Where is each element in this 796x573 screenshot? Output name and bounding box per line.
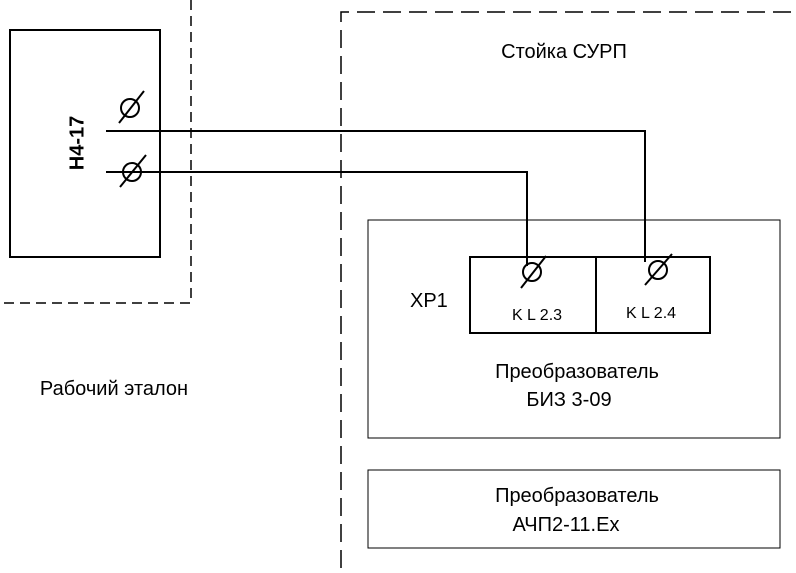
- converter-biz-name-line2: БИЗ 3-09: [526, 389, 611, 411]
- wire-to-kl-2-4: [106, 130, 646, 262]
- terminal-kl-2-4-icon: [644, 253, 673, 286]
- wire-to-kl-2-3: [106, 171, 528, 266]
- terminal-kl-2-4-label: K L 2.4: [626, 305, 676, 322]
- converter-achp-name-line1: Преобразователь: [495, 485, 659, 507]
- rack-title: Стойка СУРП: [501, 41, 627, 63]
- converter-biz-name-line1: Преобразователь: [495, 361, 659, 383]
- terminal-block: [469, 256, 711, 334]
- converter-achp-panel: [367, 469, 781, 549]
- device-h4-17-label: Н4-17: [66, 116, 88, 170]
- device-terminal-1-icon: [118, 90, 145, 124]
- terminal-kl-2-3-label: K L 2.3: [512, 307, 562, 324]
- terminal-kl-2-3-icon: [520, 255, 547, 289]
- reference-label: Рабочий эталон: [40, 378, 188, 400]
- connector-xp1-label: ХР1: [410, 290, 448, 312]
- device-h4-17-box: [9, 29, 161, 258]
- reference-region-border: [0, 0, 192, 304]
- converter-biz-panel: [367, 219, 781, 439]
- rack-region-border: [340, 11, 796, 568]
- converter-achp-name-line2: АЧП2-11.Ex: [513, 514, 620, 536]
